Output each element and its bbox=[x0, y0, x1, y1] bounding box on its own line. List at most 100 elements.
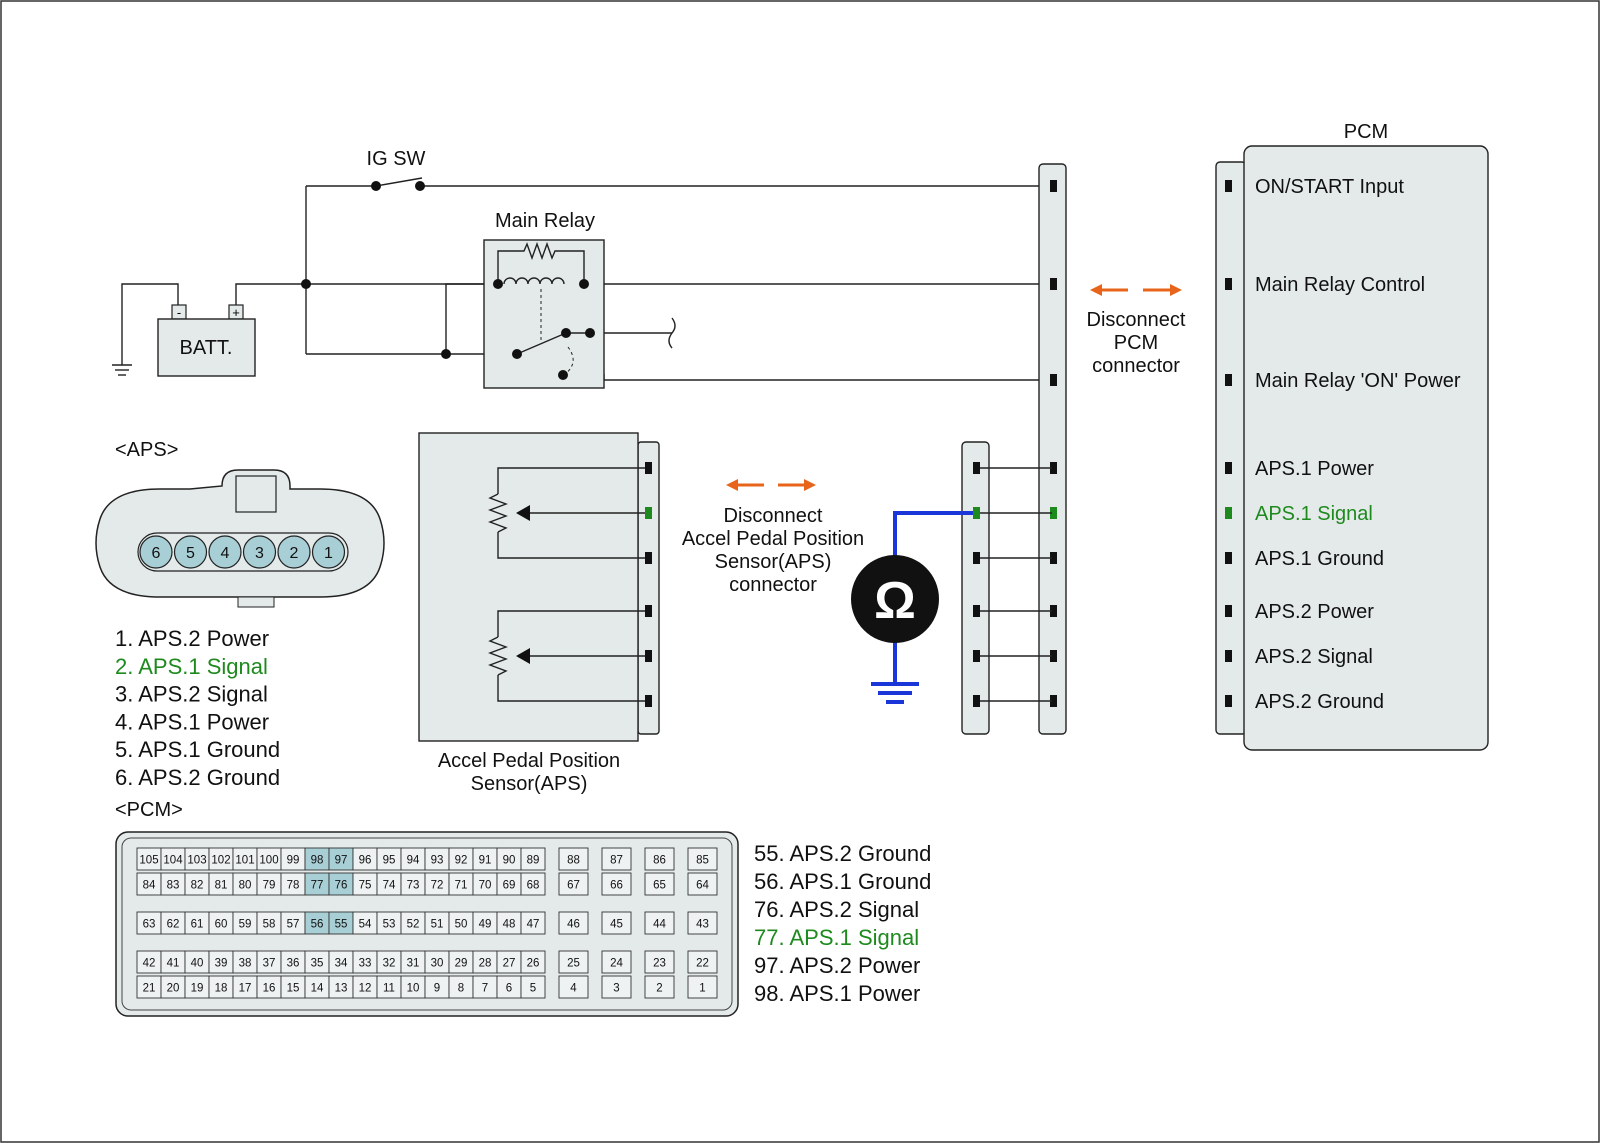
pcm-pin-number: 46 bbox=[567, 919, 580, 931]
pcm-pin-number: 91 bbox=[479, 855, 492, 867]
pcm-pin-cell bbox=[601, 975, 632, 999]
pcm-terminal-label: APS.1 Power bbox=[1255, 458, 1374, 480]
pcm-pin-cell bbox=[687, 911, 718, 935]
pcm-pin-number: 54 bbox=[359, 919, 372, 931]
ohmmeter: Ω bbox=[851, 511, 973, 704]
pcm-legend-item: 98. APS.1 Power bbox=[754, 981, 920, 1006]
pcm-pin-number: 30 bbox=[431, 958, 444, 970]
aps-legend-item: 4. APS.1 Power bbox=[115, 709, 269, 734]
pcm-pin-number: 98 bbox=[311, 855, 324, 867]
aps-connector-pin-number: 6 bbox=[152, 545, 161, 562]
pcm-harness-connector bbox=[1038, 163, 1067, 735]
pcm-pin-number: 61 bbox=[191, 919, 204, 931]
battery: - + BATT. bbox=[157, 304, 256, 377]
pcm-terminal-pin bbox=[1225, 462, 1232, 474]
pcm-pin-number: 40 bbox=[191, 958, 204, 970]
pcm-pin-number: 24 bbox=[610, 958, 623, 970]
pcm-pin-number: 48 bbox=[503, 919, 516, 931]
disconnect-aps-arrows bbox=[726, 479, 816, 491]
pcm-pin-cell bbox=[520, 975, 546, 999]
pcm-pin-number: 15 bbox=[287, 983, 300, 995]
aps-legend-item: 5. APS.1 Ground bbox=[115, 737, 280, 762]
aps-connector-pin-number: 3 bbox=[255, 545, 264, 562]
pcm-terminal-pin bbox=[1225, 695, 1232, 707]
aps-sensor-pins bbox=[645, 462, 652, 707]
pcm-pin-number: 42 bbox=[143, 958, 156, 970]
harness-pin bbox=[1050, 605, 1057, 617]
pcm-pin-number: 33 bbox=[359, 958, 372, 970]
harness-pin bbox=[1050, 278, 1057, 290]
pcm-pin-number: 51 bbox=[431, 919, 444, 931]
aps-harness-pin bbox=[973, 650, 980, 662]
pcm-pin-number: 99 bbox=[287, 855, 300, 867]
battery-plus: + bbox=[232, 305, 240, 320]
pcm-pin-number: 88 bbox=[567, 855, 580, 867]
pcm-pin-cell bbox=[558, 975, 589, 999]
aps-connector-pin bbox=[208, 535, 242, 569]
pcm-terminal-pin bbox=[1225, 650, 1232, 662]
harness-pin bbox=[1050, 180, 1057, 192]
pcm-pin-number: 18 bbox=[215, 983, 228, 995]
pcm-pin-number: 5 bbox=[530, 983, 536, 995]
harness-pin bbox=[1050, 374, 1057, 386]
aps-sensor-pin bbox=[645, 462, 652, 474]
pcm-pin-number: 76 bbox=[335, 880, 348, 892]
pcm-pin-number: 69 bbox=[503, 880, 516, 892]
pcm-pin-cell bbox=[644, 950, 675, 974]
pcm-pin-number: 81 bbox=[215, 880, 228, 892]
pcm-pin-number: 27 bbox=[503, 958, 516, 970]
pcm-pin-number: 32 bbox=[383, 958, 396, 970]
battery-minus: - bbox=[177, 305, 181, 320]
pcm-terminal-label: Main Relay Control bbox=[1255, 274, 1425, 296]
pcm-pin-number: 4 bbox=[570, 983, 577, 995]
pcm-pin-cell bbox=[520, 911, 546, 935]
pcm-pin-number: 92 bbox=[455, 855, 468, 867]
pcm-pin-number: 56 bbox=[311, 919, 324, 931]
pcm-pin-number: 102 bbox=[211, 855, 230, 867]
pcm-legend-item: 97. APS.2 Power bbox=[754, 953, 920, 978]
pcm-pin-number: 65 bbox=[653, 880, 666, 892]
aps-connector-heading: <APS> bbox=[115, 439, 178, 461]
pcm-pin-number: 72 bbox=[431, 880, 444, 892]
aps-sensor-label-line1: Accel Pedal Position bbox=[438, 750, 620, 772]
pcm-harness-pins bbox=[1050, 180, 1057, 707]
pcm-pin-number: 79 bbox=[263, 880, 276, 892]
pcm-pin-number: 12 bbox=[359, 983, 372, 995]
pcm-pin-cell bbox=[558, 872, 589, 896]
pcm-pin-cell bbox=[644, 975, 675, 999]
pcm-pin-number: 57 bbox=[287, 919, 300, 931]
aps-sensor bbox=[418, 432, 660, 742]
pcm-pin-number: 67 bbox=[567, 880, 580, 892]
pcm-pin-number: 35 bbox=[311, 958, 324, 970]
aps-sensor-pin bbox=[645, 552, 652, 564]
pcm-connector-heading: <PCM> bbox=[115, 799, 183, 821]
aps-sensor-pin bbox=[645, 695, 652, 707]
pcm-pin-number: 53 bbox=[383, 919, 396, 931]
aps-connector-pin-number: 2 bbox=[290, 545, 299, 562]
pcm-pin-number: 63 bbox=[143, 919, 156, 931]
pcm-pin-number: 21 bbox=[143, 983, 156, 995]
disconnect-aps-line1: Disconnect bbox=[724, 505, 823, 527]
disconnect-pcm-line3: connector bbox=[1092, 355, 1180, 377]
pcm-pin-number: 93 bbox=[431, 855, 444, 867]
pcm-pin-number: 8 bbox=[458, 983, 464, 995]
aps-harness-pin bbox=[973, 695, 980, 707]
pcm-pin-number: 105 bbox=[139, 855, 158, 867]
pcm-pin-number: 50 bbox=[455, 919, 468, 931]
pcm-terminal-label: APS.2 Ground bbox=[1255, 691, 1384, 713]
pcm-pin-number: 22 bbox=[696, 958, 709, 970]
pcm-terminal-label: APS.1 Signal bbox=[1255, 503, 1373, 525]
pcm-pin-number: 95 bbox=[383, 855, 396, 867]
aps-legend-item: 1. APS.2 Power bbox=[115, 626, 269, 651]
pcm-pin-number: 47 bbox=[527, 919, 540, 931]
pcm-pin-number: 20 bbox=[167, 983, 180, 995]
pcm-pin-number: 23 bbox=[653, 958, 666, 970]
pcm-terminal-label: APS.2 Signal bbox=[1255, 646, 1373, 668]
pcm-pin-number: 36 bbox=[287, 958, 300, 970]
pcm-pin-cell bbox=[644, 911, 675, 935]
pcm-pin-number: 85 bbox=[696, 855, 709, 867]
pcm-pin-number: 103 bbox=[187, 855, 206, 867]
pcm-pin-number: 64 bbox=[696, 880, 709, 892]
